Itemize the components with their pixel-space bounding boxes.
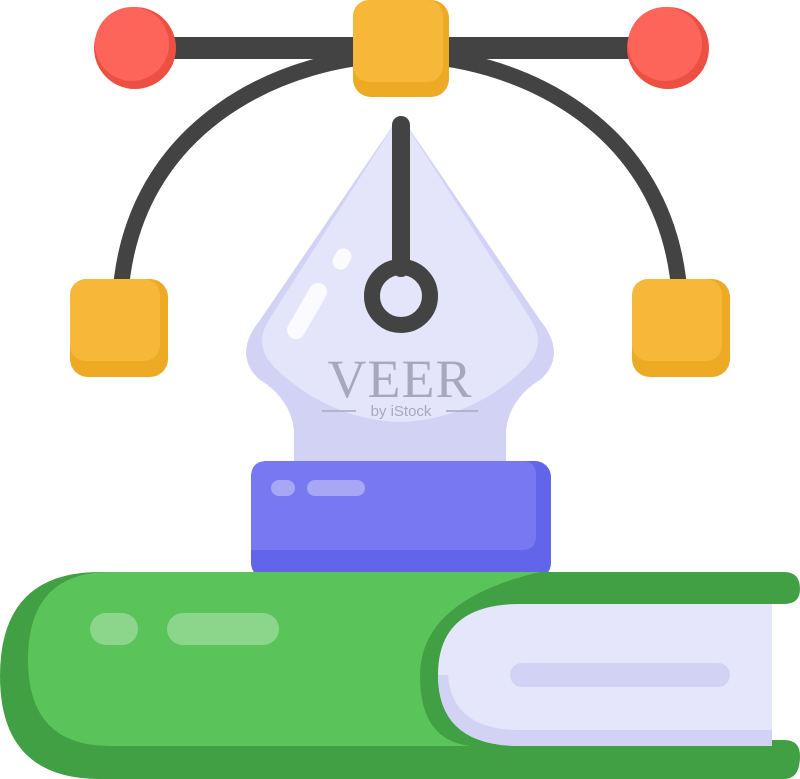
control-handle-left: [70, 279, 168, 377]
book: [0, 572, 800, 779]
page-line: [510, 663, 730, 687]
control-handle-top: [353, 0, 449, 97]
ferrule-highlight-bar: [307, 480, 365, 496]
pen-nib: [246, 115, 554, 468]
anchor-point-right: [627, 7, 709, 89]
nib-highlight-long: [287, 282, 327, 340]
watermark-brand: VEER: [328, 349, 473, 409]
cover-highlight-dot: [90, 613, 138, 645]
book-pages-shade: [438, 675, 772, 746]
cover-highlight-bar: [167, 613, 279, 645]
pen-ferrule: [251, 461, 551, 579]
anchor-point-left: [94, 7, 176, 89]
watermark-byline: by iStock: [371, 403, 432, 420]
nib-breather-hole: [364, 259, 438, 333]
ferrule-highlight-dot: [271, 480, 295, 496]
watermark: VEER by iStock: [322, 349, 478, 420]
control-handle-right: [632, 279, 730, 377]
nib-highlight-short: [332, 248, 352, 270]
